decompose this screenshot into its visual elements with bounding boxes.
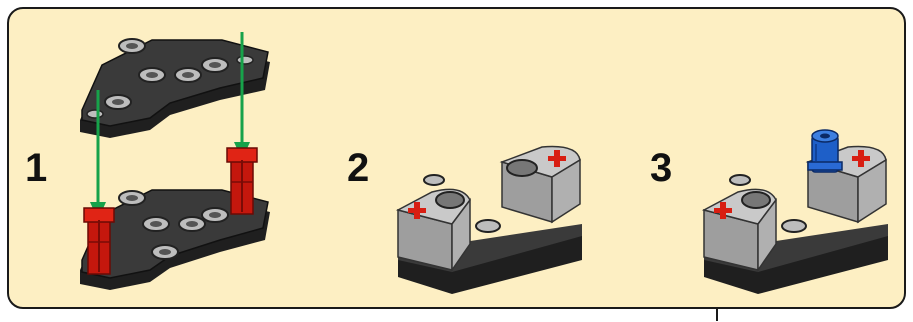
page-edge-tick	[716, 309, 718, 321]
red-pin-left	[84, 208, 114, 274]
grey-beam-left	[704, 189, 776, 270]
step-number-3: 3	[650, 148, 672, 188]
step-number-1: 1	[25, 148, 47, 188]
grey-beam-left	[398, 189, 470, 270]
step-1-illustration	[70, 20, 280, 305]
grey-beam-right	[502, 147, 580, 222]
step-number-2: 2	[347, 148, 369, 188]
step-3-illustration	[698, 122, 898, 302]
step-2-illustration	[392, 132, 592, 302]
blue-pin	[808, 130, 842, 172]
red-pin-right	[227, 148, 257, 214]
